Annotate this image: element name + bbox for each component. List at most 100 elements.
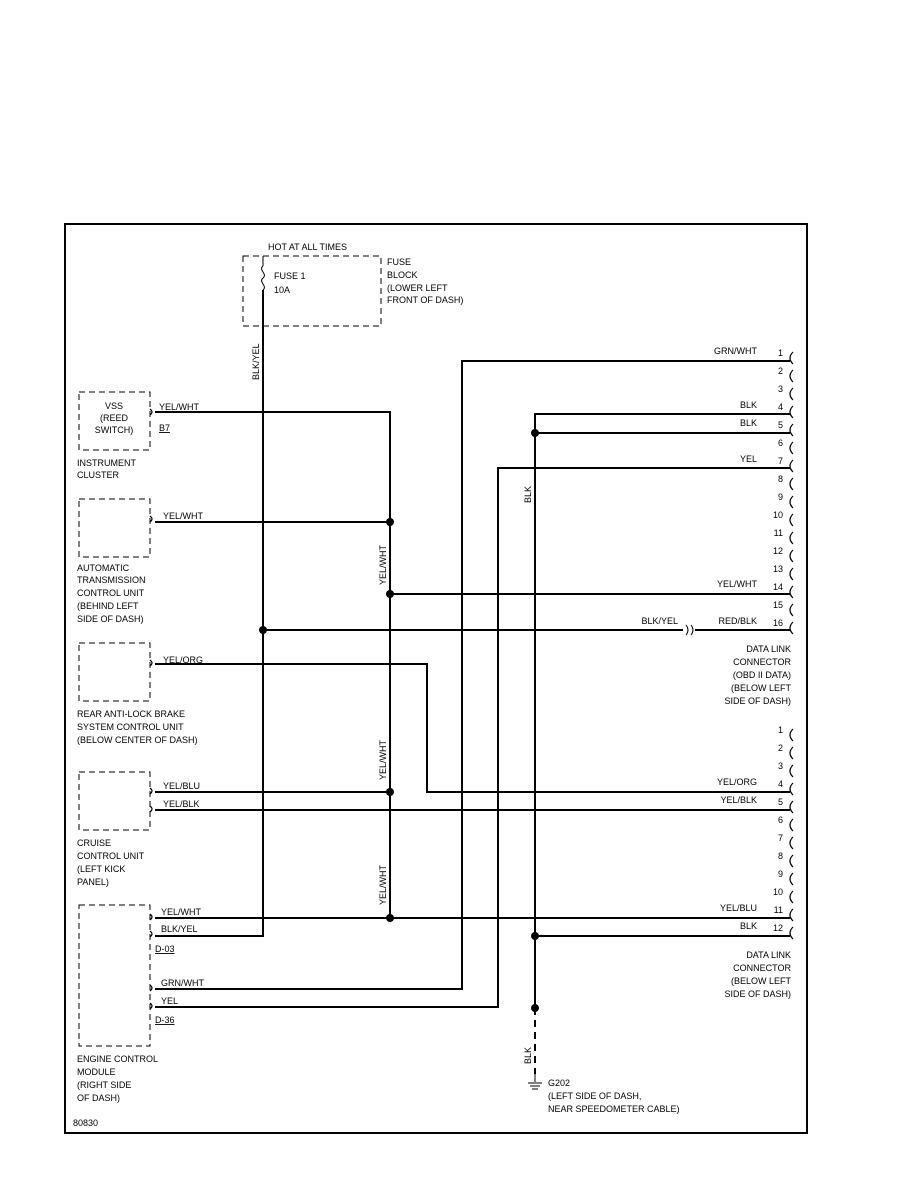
dlc1-pin-number: 4 — [778, 402, 783, 412]
dlc2-label-4: SIDE OF DASH) — [724, 989, 791, 999]
abs-label-3: (BELOW CENTER OF DASH) — [77, 735, 198, 745]
dlc1-pin-number: 13 — [773, 564, 783, 574]
wire-label-ecm-1: YEL/WHT — [161, 907, 202, 917]
dlc1-pin-socket — [789, 495, 794, 509]
fuse-block-label-3: (LOWER LEFT — [387, 283, 448, 293]
cruise-label-4: PANEL) — [77, 877, 109, 887]
dlc1-pin-socket — [789, 621, 794, 635]
ground-label-1: (LEFT SIDE OF DASH, — [548, 1091, 641, 1101]
hot-at-all-times-label: HOT AT ALL TIMES — [268, 242, 347, 252]
ground-label-2: NEAR SPEEDOMETER CABLE) — [548, 1104, 680, 1114]
dlc2-pin-number: 12 — [773, 923, 783, 933]
ecm-label-3: (RIGHT SIDE — [77, 1080, 131, 1090]
wire-label-abs-out: YEL/ORG — [163, 655, 203, 665]
vss-connector-id: B7 — [159, 423, 170, 433]
fuse-1-name: FUSE 1 — [274, 271, 306, 281]
dlc2-pin-socket — [789, 800, 794, 814]
cruise-label-3: (LEFT KICK — [77, 864, 125, 874]
tcu-label-1: AUTOMATIC — [77, 563, 130, 573]
wire-blk-ground-bus — [534, 413, 790, 1008]
dlc1-pin-socket — [789, 405, 794, 419]
dlc1-pin-socket — [789, 423, 794, 437]
splice-dot — [386, 788, 394, 796]
splice-dot — [531, 429, 539, 437]
tcu-label-5: SIDE OF DASH) — [77, 614, 144, 624]
cruise-control-unit: CRUISE CONTROL UNIT (LEFT KICK PANEL) — [77, 771, 151, 887]
dlc1-pin-socket — [789, 369, 794, 383]
dlc2-pin-socket — [789, 908, 794, 922]
cruise-label-2: CONTROL UNIT — [77, 851, 145, 861]
wire-label-vert-1: YEL/WHT — [378, 544, 388, 585]
dlc2-pin-number: 7 — [778, 833, 783, 843]
dlc1-wire-label-p4: BLK — [740, 400, 757, 410]
dlc2-label: DATA LINK CONNECTOR (BELOW LEFT SIDE OF … — [724, 950, 791, 999]
dlc2-pin-socket — [789, 728, 794, 742]
splice-dot — [386, 914, 394, 922]
dlc2-pin-socket — [789, 854, 794, 868]
dlc2-pin-number: 9 — [778, 869, 783, 879]
dlc1-pin-number: 14 — [773, 582, 783, 592]
dlc2-pin-number: 4 — [778, 779, 783, 789]
dlc1-wire-label-splice: BLK/YEL — [641, 616, 678, 626]
dlc2-pin-socket — [789, 746, 794, 760]
instrument-cluster-label-2: CLUSTER — [77, 470, 120, 480]
fuse-1-symbol — [261, 256, 265, 291]
wire-yel-wht-vss — [155, 411, 391, 918]
ecm-connector-a: D-03 — [155, 944, 175, 954]
abs-label-2: SYSTEM CONTROL UNIT — [77, 722, 184, 732]
vss-box-line-1: VSS — [105, 401, 123, 411]
dlc2-pin-socket — [789, 782, 794, 796]
tcu-label-3: CONTROL UNIT — [77, 588, 145, 598]
dlc1-pin-socket — [789, 549, 794, 563]
abs-box — [78, 642, 151, 702]
splice-dot — [531, 932, 539, 940]
dlc1-pin-number: 3 — [778, 384, 783, 394]
vss-box-line-2: (REED — [100, 413, 129, 423]
wire-labels: YEL/WHT YEL/WHT YEL/ORG YEL/BLU YEL/BLK … — [159, 343, 757, 1064]
wire-splice-symbol — [685, 624, 694, 636]
ground-name: G202 — [548, 1078, 570, 1088]
dlc1-wire-label-p16: RED/BLK — [718, 616, 757, 626]
dlc1-pin-number: 1 — [778, 348, 783, 358]
ecm-label-4: OF DASH) — [77, 1093, 120, 1103]
instrument-cluster-label-1: INSTRUMENT — [77, 458, 136, 468]
dlc2-pin-number: 8 — [778, 851, 783, 861]
dlc1-pin-number: 2 — [778, 366, 783, 376]
dlc1-pin-socket — [789, 603, 794, 617]
dlc1-pin-socket — [789, 567, 794, 581]
splice-dot — [386, 590, 394, 598]
dlc1-pin-number: 5 — [778, 420, 783, 430]
dlc1-pin-socket — [789, 585, 794, 599]
wire-label-ecm-4: YEL — [161, 996, 178, 1006]
dlc1-label: DATA LINK CONNECTOR (OBD II DATA) (BELOW… — [724, 644, 791, 706]
dlc1-pin-number: 11 — [774, 528, 783, 538]
dlc2-wire-label-p4: YEL/ORG — [717, 777, 757, 787]
wire-label-ground-lower: BLK — [523, 1047, 533, 1064]
figure-id: 80830 — [73, 1118, 98, 1128]
splice-dot — [386, 518, 394, 526]
diagram-frame — [64, 223, 808, 1134]
wire-label-fuse-down: BLK/YEL — [251, 343, 261, 380]
dlc1-pin-socket — [789, 513, 794, 527]
wire-label-vert-3: YEL/WHT — [378, 864, 388, 905]
fuse-block-label-2: BLOCK — [387, 270, 418, 280]
dlc1-pin-number: 8 — [778, 474, 783, 484]
tcu-label-4: (BEHIND LEFT — [77, 601, 139, 611]
abs-control-unit: REAR ANTI-LOCK BRAKE SYSTEM CONTROL UNIT… — [77, 642, 198, 745]
wire-label-ground-vert: BLK — [523, 486, 533, 503]
dlc1-pin-number: 10 — [773, 510, 783, 520]
dlc1-label-2: CONNECTOR — [733, 657, 791, 667]
fuse-block-outline — [242, 255, 382, 327]
dlc1-label-3: (OBD II DATA) — [733, 670, 791, 680]
fuse-block: HOT AT ALL TIMES FUSE 1 10A FUSE BLOCK (… — [242, 242, 463, 327]
cruise-label-1: CRUISE — [77, 838, 111, 848]
wire-label-ecm-3: GRN/WHT — [161, 978, 204, 988]
dlc1-pin-number: 6 — [778, 438, 783, 448]
dlc1-wire-label-p7: YEL — [740, 454, 757, 464]
dlc2-pin-socket — [789, 836, 794, 850]
splice-dots — [259, 429, 539, 1012]
fuse-1-rating: 10A — [274, 285, 290, 295]
dlc1-label-5: SIDE OF DASH) — [724, 696, 791, 706]
